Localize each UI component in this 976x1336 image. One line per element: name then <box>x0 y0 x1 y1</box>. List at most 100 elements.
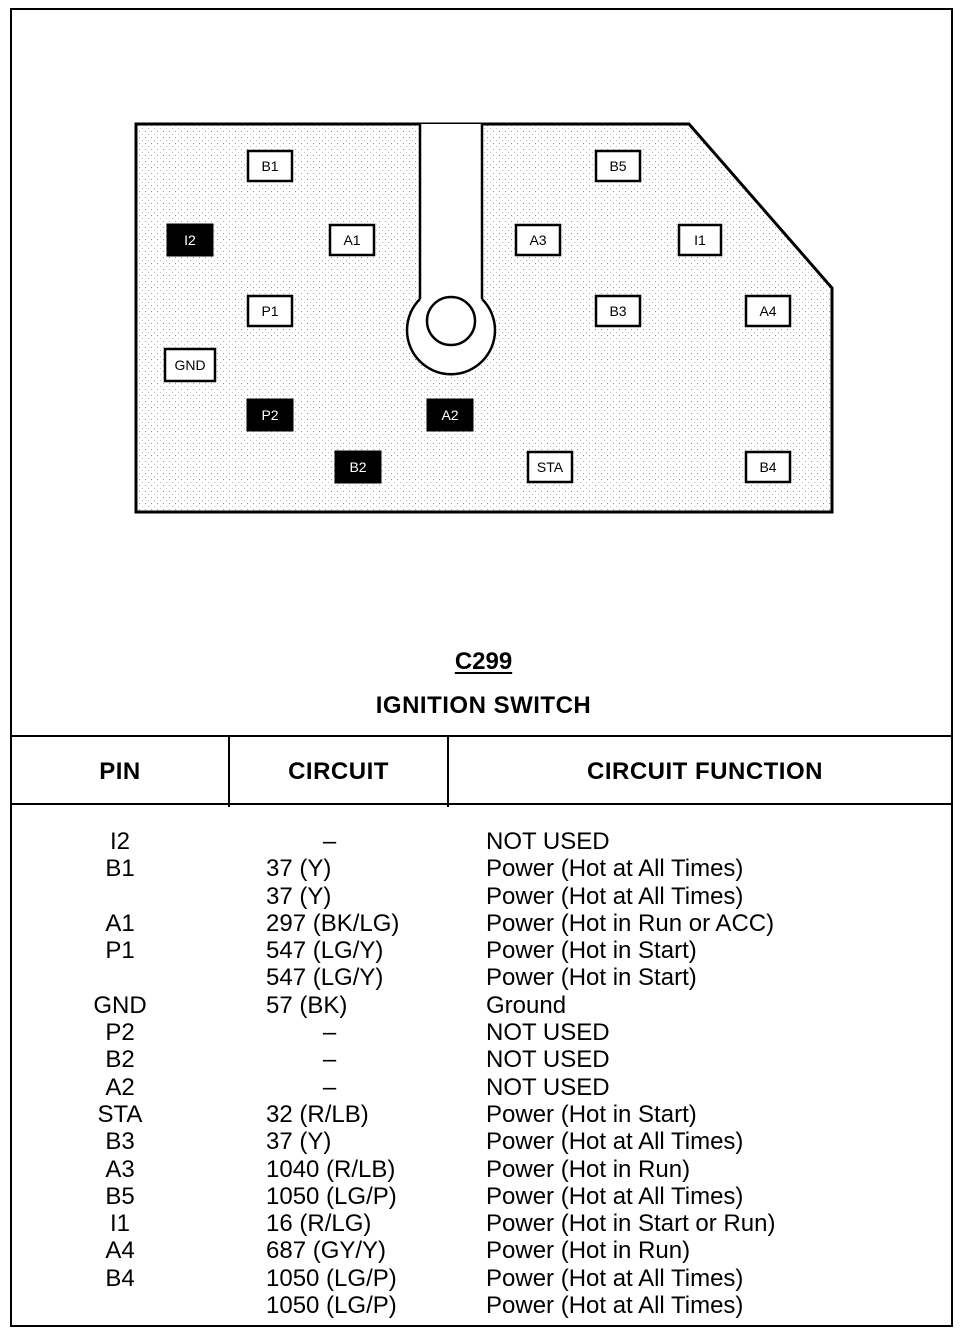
pin-label: P1 <box>261 303 278 319</box>
cell-circuit: 37 (Y) <box>266 882 332 910</box>
table-row: P1 547 (LG/Y) Power (Hot in Start) <box>12 937 951 964</box>
pin-a2: A2 <box>426 398 474 432</box>
table-row: 547 (LG/Y) Power (Hot in Start) <box>12 964 951 991</box>
table-row: A4 687 (GY/Y) Power (Hot in Run) <box>12 1237 951 1264</box>
cell-circuit-function: NOT USED <box>486 1046 610 1074</box>
table-row: P2 – NOT USED <box>12 1019 951 1046</box>
table-row: A2 – NOT USED <box>12 1074 951 1101</box>
cell-circuit: 547 (LG/Y) <box>266 937 384 965</box>
connector-code: C299 <box>454 648 513 675</box>
cell-circuit-function: Power (Hot in Run) <box>486 1237 691 1265</box>
cell-circuit: 1050 (LG/P) <box>266 1264 397 1292</box>
cell-pin: STA <box>97 1100 143 1128</box>
pin-label: B5 <box>609 158 626 174</box>
pin-label: GND <box>174 357 205 373</box>
key-hole <box>425 295 477 347</box>
cell-pin: A1 <box>105 909 135 937</box>
cell-circuit-function: Ground <box>486 991 567 1019</box>
header-pin: PIN <box>99 758 141 785</box>
cell-circuit-function: Power (Hot in Run or ACC) <box>486 909 775 937</box>
pin-sta: STA <box>526 450 574 484</box>
pin-i1: I1 <box>677 223 723 257</box>
column-divider <box>447 735 449 807</box>
table-row: I1 16 (R/LG) Power (Hot in Start or Run) <box>12 1210 951 1237</box>
cell-circuit-function: NOT USED <box>486 1019 610 1047</box>
table-row: STA 32 (R/LB) Power (Hot in Start) <box>12 1101 951 1128</box>
cell-circuit: 547 (LG/Y) <box>266 964 384 992</box>
table-header-border <box>12 803 951 805</box>
cell-pin: A2 <box>105 1073 135 1101</box>
pin-b5: B5 <box>594 149 642 183</box>
cell-circuit: 1040 (R/LB) <box>266 1155 396 1183</box>
header-circuit: CIRCUIT <box>288 758 389 785</box>
pin-a1: A1 <box>328 223 376 257</box>
table-row: B2 – NOT USED <box>12 1046 951 1073</box>
table-top-border <box>12 735 951 737</box>
cell-pin: B5 <box>105 1182 135 1210</box>
pin-label: A4 <box>759 303 776 319</box>
connector-name: IGNITION SWITCH <box>375 692 592 719</box>
cell-circuit-function: Power (Hot in Run) <box>486 1155 691 1183</box>
cell-circuit-function: Power (Hot at All Times) <box>486 1128 744 1156</box>
cell-pin: B2 <box>105 1046 135 1074</box>
cell-circuit: 297 (BK/LG) <box>266 909 400 937</box>
cell-circuit-function: Power (Hot at All Times) <box>486 855 744 883</box>
cell-circuit: – <box>322 1019 337 1047</box>
pin-label: B1 <box>261 158 278 174</box>
cell-circuit-function: Power (Hot in Start) <box>486 1100 697 1128</box>
pin-label: A2 <box>441 407 458 423</box>
header-circuit-function: CIRCUIT FUNCTION <box>587 758 823 785</box>
pin-label: A1 <box>343 232 360 248</box>
pin-i2: I2 <box>166 223 214 257</box>
pin-label: B3 <box>609 303 626 319</box>
cell-pin: B1 <box>105 855 135 883</box>
cell-circuit: 16 (R/LG) <box>266 1210 372 1238</box>
cell-circuit-function: Power (Hot in Start or Run) <box>486 1210 776 1238</box>
cell-circuit-function: NOT USED <box>486 828 610 855</box>
cell-circuit: 37 (Y) <box>266 1128 332 1156</box>
cell-circuit-function: Power (Hot at All Times) <box>486 1292 744 1320</box>
cell-circuit-function: NOT USED <box>486 1073 610 1101</box>
cell-pin: A3 <box>105 1155 135 1183</box>
cell-circuit: 32 (R/LB) <box>266 1100 369 1128</box>
pin-b4: B4 <box>744 450 792 484</box>
cell-pin: I2 <box>109 828 130 855</box>
pin-p2: P2 <box>246 398 294 432</box>
cell-pin: I1 <box>109 1210 130 1238</box>
pin-gnd: GND <box>163 347 217 383</box>
column-divider <box>228 735 230 807</box>
table-row: 37 (Y)Power (Hot at All Times) <box>12 883 951 910</box>
cell-circuit: – <box>322 828 337 855</box>
cell-circuit: 37 (Y) <box>266 855 332 883</box>
pin-label: I2 <box>184 232 196 248</box>
cell-circuit: 1050 (LG/P) <box>266 1292 397 1320</box>
cell-circuit: 687 (GY/Y) <box>266 1237 387 1265</box>
pin-label: B4 <box>759 459 776 475</box>
cell-circuit: 57 (BK) <box>266 991 348 1019</box>
cell-pin: P2 <box>105 1019 135 1047</box>
cell-pin: A4 <box>105 1237 135 1265</box>
pin-b3: B3 <box>594 294 642 328</box>
pin-label: A3 <box>529 232 546 248</box>
table-row: GND 57 (BK) Ground <box>12 992 951 1019</box>
pin-a4: A4 <box>744 294 792 328</box>
pin-label: I1 <box>694 232 706 248</box>
pin-label: P2 <box>261 407 278 423</box>
cell-circuit: – <box>322 1073 337 1101</box>
cell-pin: P1 <box>105 937 135 965</box>
cell-circuit-function: Power (Hot in Start) <box>486 964 697 992</box>
cell-pin: GND <box>93 991 147 1019</box>
pin-p1: P1 <box>246 294 294 328</box>
cell-circuit-function: Power (Hot at All Times) <box>486 1264 744 1292</box>
cell-circuit-function: Power (Hot in Start) <box>486 937 697 965</box>
cell-circuit: 1050 (LG/P) <box>266 1182 397 1210</box>
pin-b1: B1 <box>246 149 294 183</box>
cell-circuit: – <box>322 1046 337 1074</box>
table-row: I2 – NOT USED <box>12 828 951 855</box>
table-row: A3 1040 (R/LB) Power (Hot in Run) <box>12 1156 951 1183</box>
